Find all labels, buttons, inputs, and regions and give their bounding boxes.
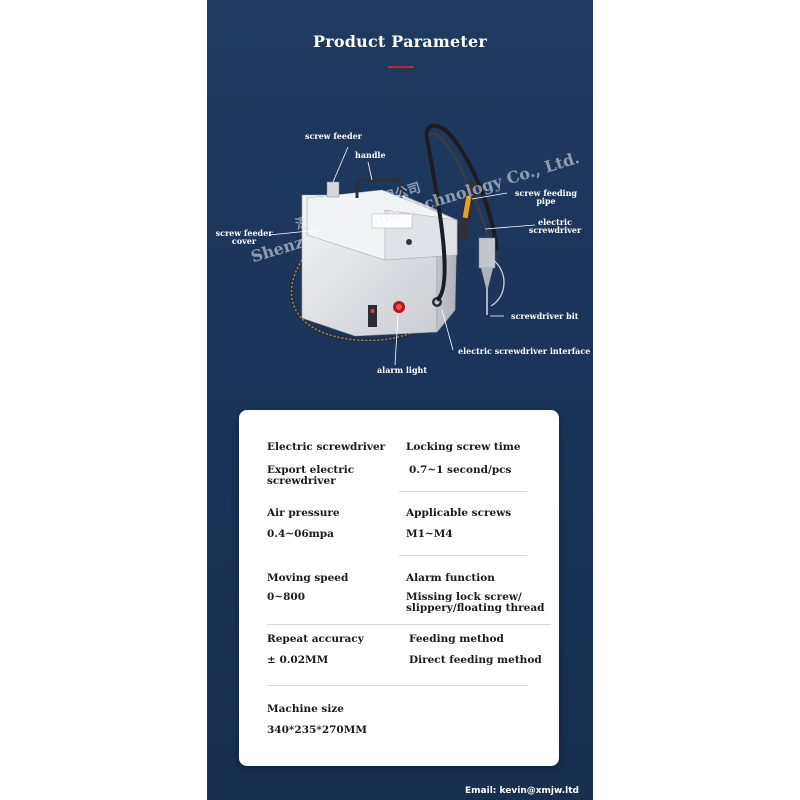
spec-value: Direct feeding method xyxy=(409,654,542,666)
spec-value: 0.7~1 second/pcs xyxy=(409,464,512,476)
callout-screw-feeding-pipe: screw feeding pipe xyxy=(514,188,577,206)
spec-value: M1~M4 xyxy=(406,528,453,540)
callout-electric-screwdriver: electric screwdriver xyxy=(528,217,582,235)
spec-value: Export electric screwdriver xyxy=(267,464,355,487)
page-title: Product Parameter xyxy=(313,32,487,51)
callout-screw-feeder: screw feeder xyxy=(305,131,362,141)
spec-label: Repeat accuracy xyxy=(267,633,364,645)
row-divider xyxy=(399,555,527,556)
spec-label: Moving speed xyxy=(267,572,349,584)
spec-value: 0.4~06mpa xyxy=(267,528,334,540)
callout-alarm-light: alarm light xyxy=(377,365,428,375)
spec-label: Locking screw time xyxy=(406,441,521,453)
spec-label: Electric screwdriver xyxy=(267,441,386,453)
spec-label: Alarm function xyxy=(406,572,495,584)
spec-value: Missing lock screw/ slippery/floating th… xyxy=(406,591,545,614)
row-divider xyxy=(267,624,551,625)
product-panel: Product Parameter xyxy=(207,0,593,800)
spec-label: Machine size xyxy=(267,703,344,715)
product-illustration xyxy=(268,123,536,366)
specs-card: Electric screwdriver Export electric scr… xyxy=(239,410,559,766)
row-divider xyxy=(267,685,527,686)
callout-screwdriver-bit: screwdriver bit xyxy=(511,311,579,321)
spec-label: Applicable screws xyxy=(406,507,512,519)
row-divider xyxy=(399,491,527,492)
title-underline xyxy=(388,66,414,68)
spec-value: ± 0.02MM xyxy=(267,654,329,666)
spec-value: 340*235*270MM xyxy=(267,724,367,736)
callout-handle: handle xyxy=(355,150,386,160)
spec-value: 0~800 xyxy=(267,591,306,603)
spec-label: Feeding method xyxy=(409,633,504,645)
spec-label: Air pressure xyxy=(267,507,340,519)
contact-email: Email: kevin@xmjw.ltd xyxy=(465,786,579,796)
callout-screw-feeder-cover: screw feeder cover xyxy=(215,228,273,246)
callout-interface: electric screwdriver interface xyxy=(458,346,591,356)
